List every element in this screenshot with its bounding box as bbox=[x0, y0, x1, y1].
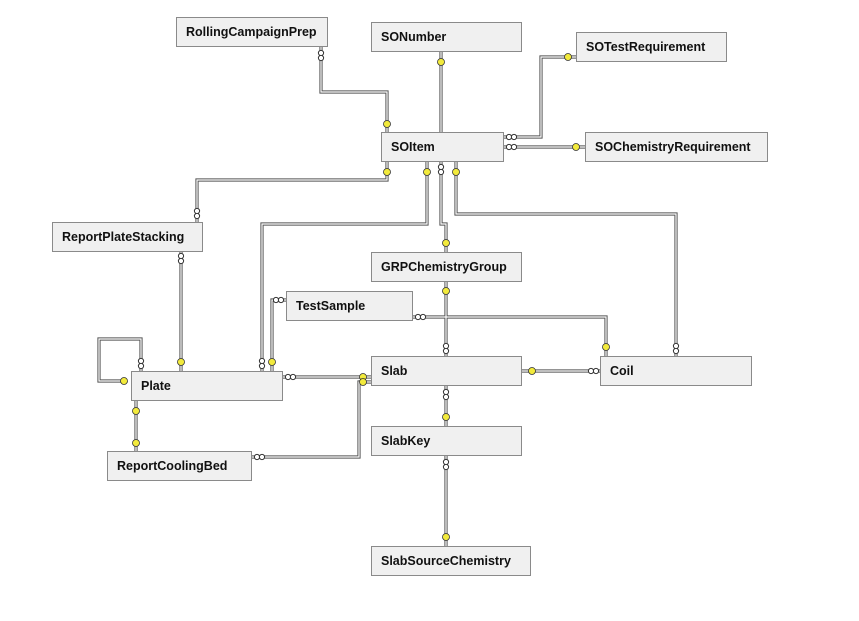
key-icon bbox=[132, 439, 140, 447]
table-title: ReportPlateStacking bbox=[62, 230, 185, 244]
infinity-icon bbox=[253, 453, 266, 461]
relationship-line[interactable] bbox=[412, 315, 608, 357]
key-icon bbox=[359, 378, 367, 386]
infinity-icon bbox=[505, 133, 518, 141]
infinity-icon bbox=[672, 342, 680, 355]
key-icon bbox=[383, 168, 391, 176]
key-icon bbox=[528, 367, 536, 375]
table-slab-key[interactable]: SlabKey bbox=[371, 426, 522, 456]
infinity-icon bbox=[284, 373, 297, 381]
infinity-icon bbox=[437, 163, 445, 176]
relationship-line[interactable] bbox=[319, 47, 389, 133]
table-so-item[interactable]: SOItem bbox=[381, 132, 504, 162]
key-icon bbox=[132, 407, 140, 415]
key-icon bbox=[602, 343, 610, 351]
infinity-icon bbox=[258, 357, 266, 370]
table-slab-source-chemistry[interactable]: SlabSourceChemistry bbox=[371, 546, 531, 576]
key-icon bbox=[442, 287, 450, 295]
infinity-icon bbox=[193, 207, 201, 220]
table-report-cooling-bed[interactable]: ReportCoolingBed bbox=[107, 451, 252, 481]
table-report-plate-stacking[interactable]: ReportPlateStacking bbox=[52, 222, 203, 252]
table-rolling-campaign-prep[interactable]: RollingCampaignPrep bbox=[176, 17, 328, 47]
infinity-icon bbox=[317, 49, 325, 62]
table-coil[interactable]: Coil bbox=[600, 356, 752, 386]
key-icon bbox=[442, 239, 450, 247]
infinity-icon bbox=[137, 357, 145, 370]
table-title: ReportCoolingBed bbox=[117, 459, 228, 473]
table-title: Slab bbox=[381, 364, 408, 378]
infinity-icon bbox=[442, 388, 450, 401]
key-icon bbox=[442, 413, 450, 421]
table-title: SOTestRequirement bbox=[586, 40, 706, 54]
table-title: SOItem bbox=[391, 140, 435, 154]
key-icon bbox=[383, 120, 391, 128]
infinity-icon bbox=[505, 143, 518, 151]
key-icon bbox=[564, 53, 572, 61]
key-icon bbox=[423, 168, 431, 176]
table-title: SONumber bbox=[381, 30, 447, 44]
table-grp-chemistry-group[interactable]: GRPChemistryGroup bbox=[371, 252, 522, 282]
infinity-icon bbox=[272, 296, 285, 304]
relationship-line[interactable] bbox=[195, 161, 389, 222]
table-title: SlabSourceChemistry bbox=[381, 554, 511, 568]
table-title: TestSample bbox=[296, 299, 366, 313]
infinity-icon bbox=[414, 313, 427, 321]
key-icon bbox=[572, 143, 580, 151]
table-title: Coil bbox=[610, 364, 634, 378]
key-icon bbox=[442, 533, 450, 541]
relationship-line[interactable] bbox=[503, 55, 577, 139]
key-icon bbox=[120, 377, 128, 385]
table-title: SlabKey bbox=[381, 434, 431, 448]
table-so-test-requirement[interactable]: SOTestRequirement bbox=[576, 32, 727, 62]
table-title: SOChemistryRequirement bbox=[595, 140, 751, 154]
table-slab[interactable]: Slab bbox=[371, 356, 522, 386]
key-icon bbox=[177, 358, 185, 366]
key-icon bbox=[452, 168, 460, 176]
infinity-icon bbox=[177, 252, 185, 265]
table-title: GRPChemistryGroup bbox=[381, 260, 507, 274]
table-so-number[interactable]: SONumber bbox=[371, 22, 522, 52]
infinity-icon bbox=[587, 367, 600, 375]
key-icon bbox=[268, 358, 276, 366]
infinity-icon bbox=[442, 342, 450, 355]
table-test-sample[interactable]: TestSample bbox=[286, 291, 413, 321]
table-title: Plate bbox=[141, 379, 171, 393]
infinity-icon bbox=[442, 458, 450, 471]
table-title: RollingCampaignPrep bbox=[186, 25, 317, 39]
key-icon bbox=[437, 58, 445, 66]
table-so-chemistry-requirement[interactable]: SOChemistryRequirement bbox=[585, 132, 768, 162]
table-plate[interactable]: Plate bbox=[131, 371, 283, 401]
